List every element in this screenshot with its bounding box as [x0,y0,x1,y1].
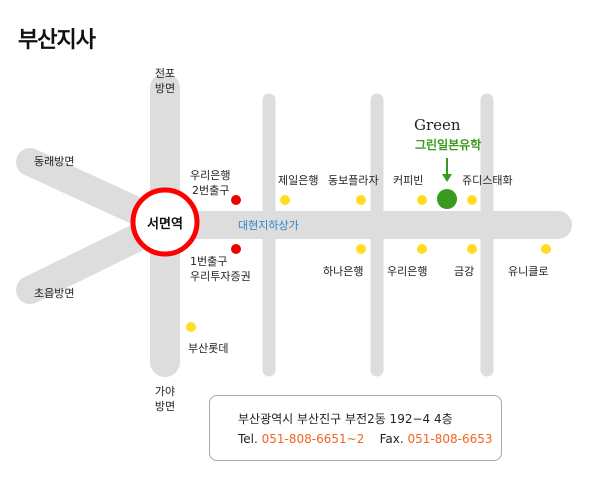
underground-mall-label: 대현지하상가 [238,219,299,232]
landmark-label: 커피빈 [393,174,424,187]
exit1-dot [231,244,241,254]
destination-name: 그린일본유학 [415,138,482,152]
direction-southwest: 초읍방면 [34,287,75,300]
exit2-dot [231,195,241,205]
landmark-dot [356,244,366,254]
landmark-label: 금강 [454,265,475,278]
landmark-dot [541,244,551,254]
page-title: 부산지사 [18,28,96,53]
landmark-label: 동보플라자 [328,174,379,187]
landmark-dot [467,195,477,205]
contact-line: Tel. 051-808-6651~2 Fax. 051-808-6653 [238,432,493,446]
tel-number: 051-808-6651~2 [261,432,365,446]
landmark-dot [186,322,196,332]
direction-northwest: 동래방면 [34,155,75,168]
arrow-down-icon [442,158,452,182]
landmark-label: 우리은행 [387,265,428,278]
landmark-dot [356,195,366,205]
landmark-label: 쥬디스태화 [462,174,513,187]
address-line: 부산광역시 부산진구 부전2동 192−4 4층 [238,412,453,426]
landmark-label: 유니클로 [508,265,549,278]
landmark-dot [467,244,477,254]
landmark-label: 부산롯데 [188,342,229,355]
landmark-dot [280,195,290,205]
landmark-dot [417,244,427,254]
destination-dot [437,189,457,209]
green-logo: Green [414,116,461,134]
landmark-label: 제일은행 [278,174,319,187]
station-circle [130,187,200,257]
fax-number: 051-808-6653 [407,432,493,446]
station-name: 서면역 [147,217,183,232]
landmark-dot [417,195,427,205]
landmark-label: 하나은행 [323,265,364,278]
address-box: 부산광역시 부산진구 부전2동 192−4 4층 Tel. 051-808-66… [209,395,502,461]
